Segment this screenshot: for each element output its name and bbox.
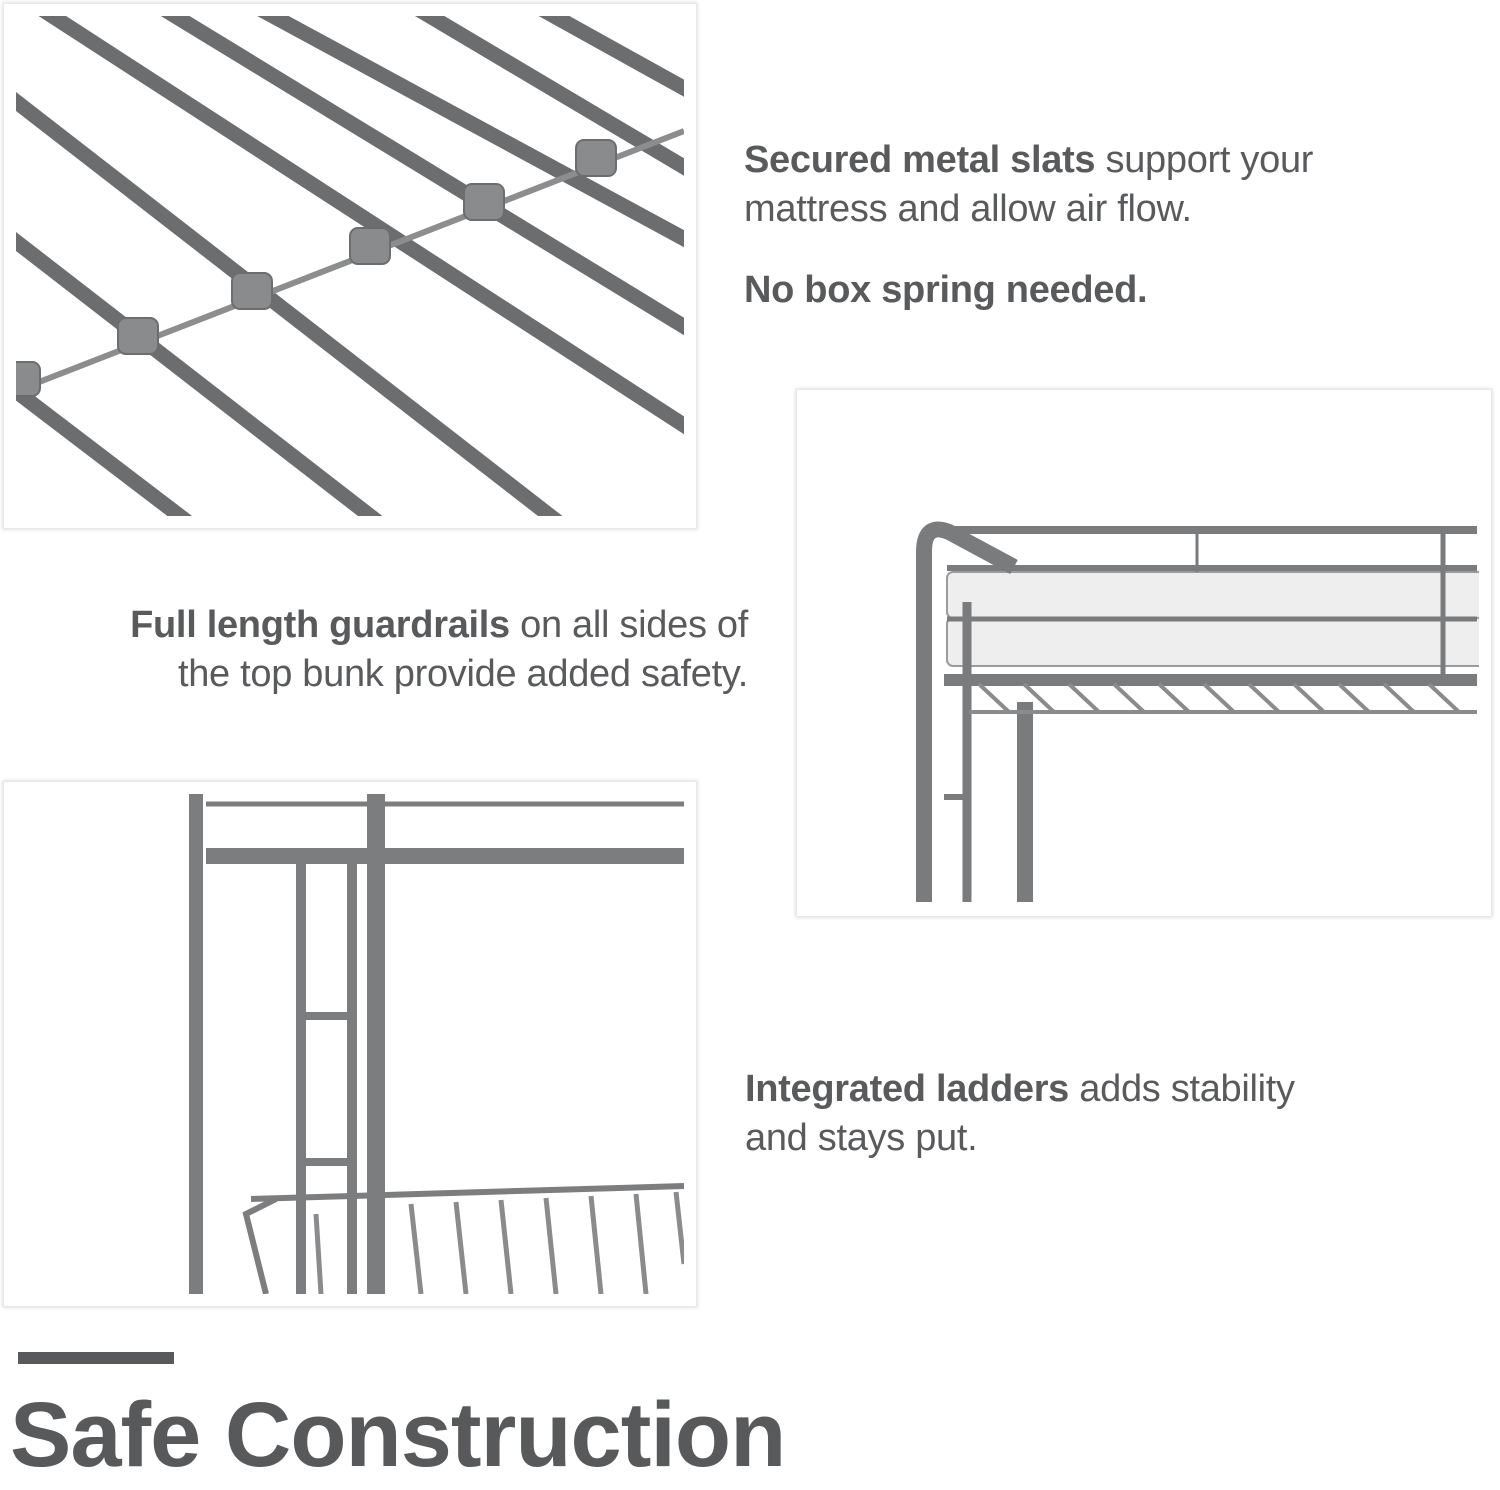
metal-slats-photo	[4, 4, 696, 528]
ladders-caption-bold: Integrated ladders	[745, 1068, 1070, 1110]
guardrails-caption: Full length guardrails on all sides of t…	[130, 601, 748, 699]
slats-caption-line2: mattress and allow air flow.	[744, 188, 1192, 230]
guardrails-caption-bold: Full length guardrails	[130, 604, 510, 646]
ladder-photo	[4, 782, 696, 1306]
no-box-spring-text: No box spring needed.	[744, 269, 1148, 311]
ladders-caption-rest: adds stability	[1069, 1068, 1295, 1110]
slats-caption-rest: support your	[1095, 139, 1314, 181]
ladders-caption: Integrated ladders adds stability and st…	[745, 1065, 1295, 1163]
no-box-spring-note: No box spring needed.	[744, 266, 1148, 315]
guardrails-caption-line2: the top bunk provide added safety.	[177, 653, 748, 695]
guardrail-photo	[797, 390, 1491, 916]
metal-slats-illustration	[16, 16, 684, 516]
guardrails-caption-rest: on all sides of	[509, 604, 748, 646]
slats-caption: Secured metal slats support your mattres…	[744, 136, 1313, 234]
title-accent-rule	[18, 1352, 174, 1364]
slats-caption-bold: Secured metal slats	[744, 139, 1096, 181]
guardrail-illustration	[916, 521, 1479, 902]
ladder-illustration	[189, 794, 684, 1294]
ladders-caption-line2: and stays put.	[745, 1117, 978, 1159]
page-title: Safe Construction	[10, 1384, 786, 1486]
